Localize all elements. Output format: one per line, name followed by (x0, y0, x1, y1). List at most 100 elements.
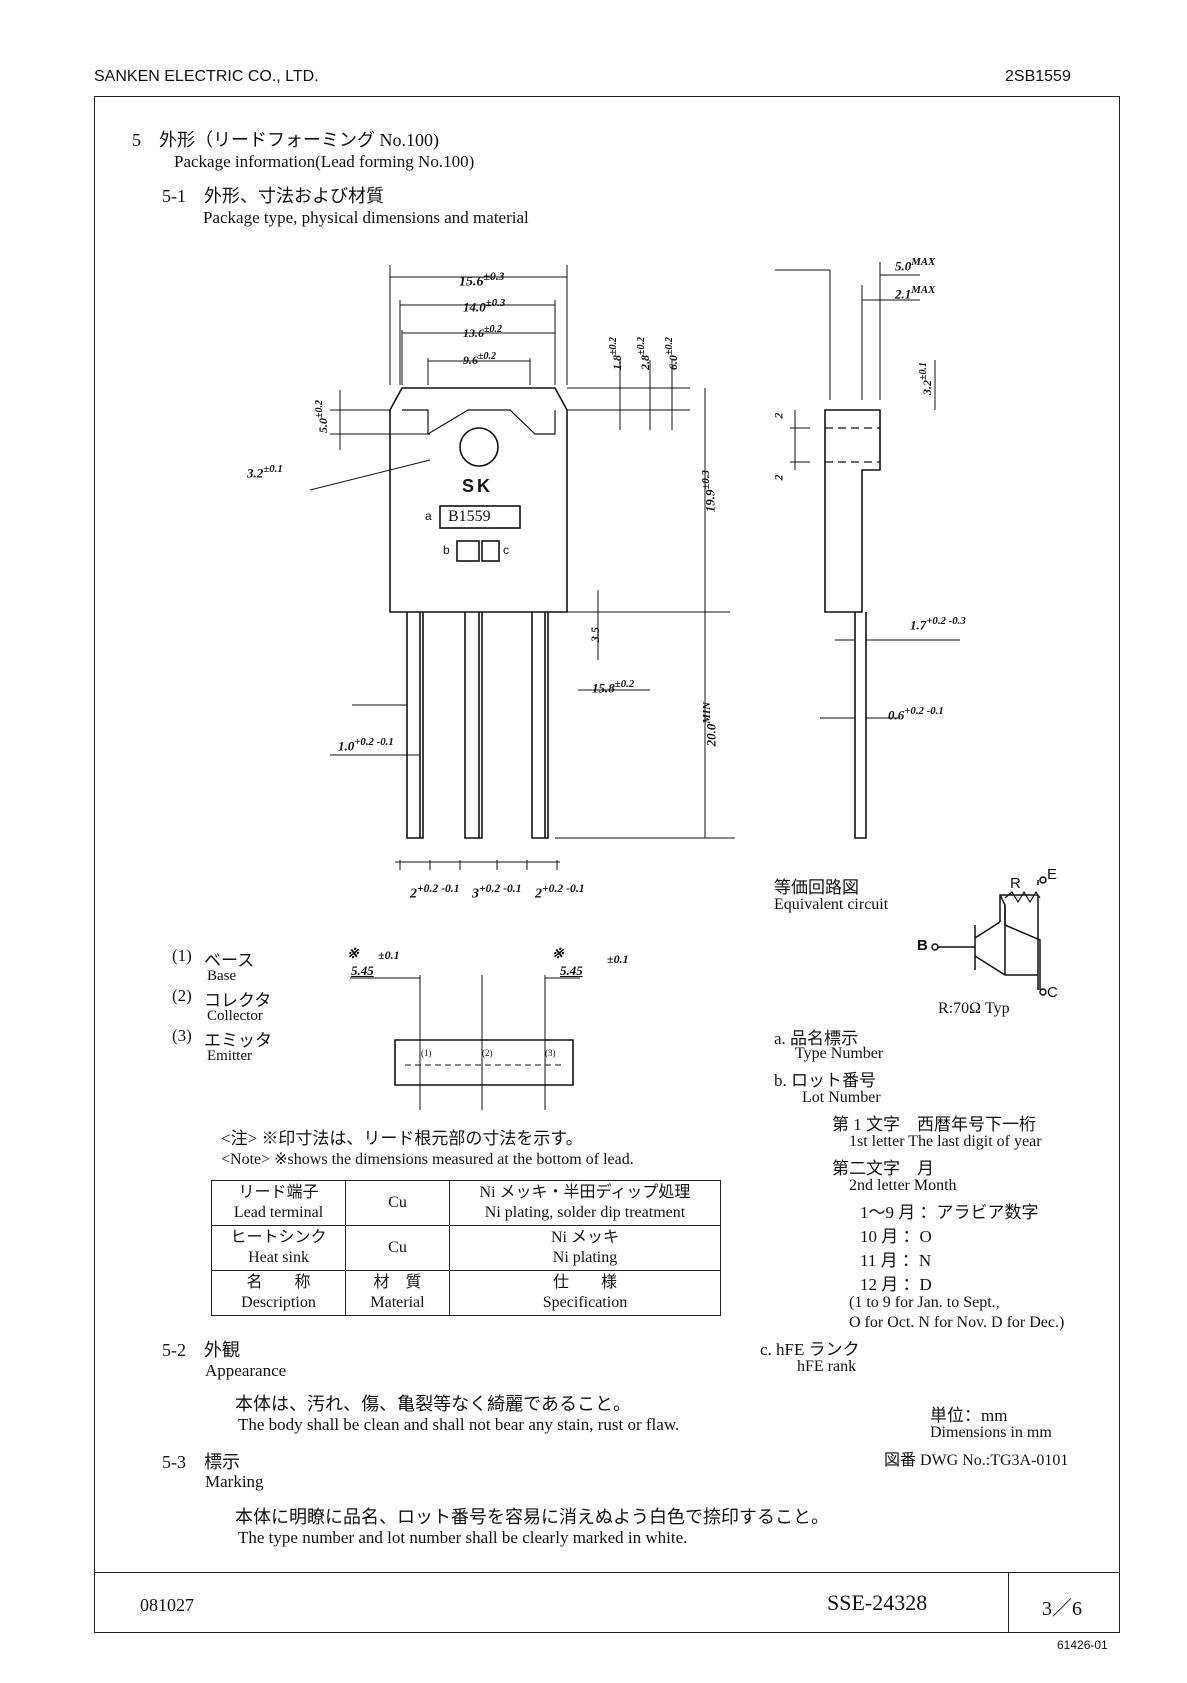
side-v1: 3.2±0.1 (918, 362, 935, 395)
label-a: a (425, 509, 432, 523)
dim-value: 1.0 (338, 738, 355, 754)
footer-divider (1008, 1573, 1009, 1633)
side-view-lead (854, 612, 867, 839)
pin-3-label: (3) (545, 1048, 556, 1058)
mark-c-en: hFE rank (797, 1358, 857, 1375)
side-h2: 2 (771, 474, 786, 481)
terminal-1-en: Base (207, 968, 237, 984)
mark-l2-en: 2nd letter Month (849, 1177, 957, 1194)
dim-tol: MAX (911, 256, 936, 268)
dim-value: 2 (535, 886, 542, 902)
ref-mark-2: ※ (552, 947, 564, 962)
cell-jp: ヒートシンク (230, 1229, 327, 1246)
dim-value: 1.7 (910, 617, 927, 633)
content-frame (94, 96, 1120, 1573)
dim-tol: +0.2 -0.3 (926, 615, 966, 627)
dim-tol: +0.2 -0.1 (904, 705, 944, 717)
bottom-dim-2-tol: ±0.1 (607, 952, 629, 966)
lot-box-2 (481, 540, 500, 562)
terminal-2-num: (2) (172, 986, 192, 1005)
package-body (389, 387, 568, 613)
side-view-body (824, 409, 881, 613)
dim-lead-width: 3.5 (588, 627, 602, 642)
table-cell: ヒートシンク Heat sink (211, 1225, 346, 1271)
cell-jp: Ni メッキ・半田ディップ処理 (479, 1184, 691, 1201)
dim-tol: +0.2 -0.1 (354, 736, 394, 748)
dim-width-4: 9.6±0.2 (463, 351, 496, 368)
bottom-view (394, 1039, 574, 1086)
footer-frame (94, 1573, 1120, 1633)
mark-b: b. ロット番号 (774, 1071, 876, 1090)
leads (406, 612, 549, 839)
terminal-1-num: (1) (172, 946, 192, 965)
dim-tol: ±0.1 (263, 463, 283, 475)
circuit-note: R:70Ω Typ (938, 1000, 1010, 1017)
dim-value: 3.2 (247, 465, 264, 481)
dim-value: 2.8 (638, 355, 652, 370)
dim-tol: ±0.1 (918, 362, 929, 380)
dim-value: 0.6 (888, 707, 905, 723)
dim-width-2: 14.0±0.3 (463, 297, 505, 315)
terminal-3-num: (3) (172, 1026, 192, 1045)
cell-jp: Ni メッキ (550, 1229, 619, 1246)
units-jp: 単位：mm (930, 1406, 1008, 1425)
footer-code: 61426-01 (1057, 1638, 1108, 1652)
table-cell: Cu (345, 1225, 450, 1271)
mark-l1: 第 1 文字 西暦年号下一桁 (832, 1115, 1036, 1134)
footer-page: 3／6 (1042, 1598, 1082, 1620)
dim-value: 3.2 (920, 380, 934, 395)
note-jp: <注> ※印寸法は、リード根元部の寸法を示す。 (221, 1129, 583, 1148)
mark-a-en: Type Number (795, 1045, 884, 1062)
dim-tol: MAX (911, 284, 936, 296)
lot-box-1 (456, 540, 480, 562)
mark-m3: 11 月 ：N (860, 1251, 932, 1270)
dim-lead-pin: 0.6+0.2 -0.1 (888, 705, 944, 723)
bottom-dim-1-tol: ±0.1 (378, 948, 400, 962)
dim-hole: 3.2±0.1 (247, 463, 283, 481)
section5-2-en: The body shall be clean and shall not be… (238, 1415, 680, 1434)
dim-value: 2 (410, 886, 417, 902)
cell-en: Heat sink (248, 1249, 309, 1266)
mark-m4: 12 月 ：D (860, 1275, 932, 1294)
sk-logo: SK (462, 476, 494, 496)
dim-value: 15.6 (459, 274, 484, 290)
section5-3-title-en: Marking (205, 1472, 264, 1491)
section5-3-en: The type number and lot number shall be … (238, 1528, 688, 1547)
cell-en: Ni plating (552, 1249, 618, 1266)
circuit-c-label: C (1047, 984, 1058, 1001)
cell-jp: リード端子 (238, 1184, 319, 1201)
company-name: SANKEN ELECTRIC CO., LTD. (94, 68, 319, 85)
circuit-b-label: B (917, 937, 928, 954)
dim-value: 9.6 (463, 353, 478, 367)
footer-doc-number: SSE-24328 (827, 1590, 928, 1615)
dim-tol: ±0.3 (483, 270, 505, 283)
dim-tol: MIN (701, 701, 714, 724)
cell-en: Specification (542, 1294, 628, 1311)
dim-tol: ±0.3 (699, 470, 712, 490)
ref-mark-1: ※ (347, 947, 359, 962)
section5-2-title-en: Appearance (205, 1361, 287, 1380)
mark-m2: 10 月 ：O (860, 1227, 932, 1246)
side-h1: 2 (771, 412, 786, 419)
side-max-2: 2.1MAX (895, 284, 935, 302)
dim-tol: ±0.2 (314, 400, 325, 418)
terminal-3-en: Emitter (207, 1048, 252, 1064)
label-b: b (443, 543, 450, 557)
circuit-title-en: Equivalent circuit (774, 896, 889, 913)
dwg-number: 図番 DWG No.:TG3A-0101 (884, 1452, 1069, 1469)
dim-v2: 2.8±0.2 (636, 337, 653, 370)
dim-lead-span: 15.8±0.2 (592, 678, 634, 696)
mark-m1: 1〜9 月 ：アラビア数字 (860, 1203, 1039, 1222)
section5-title: 5 外形（リードフォーミング No.100) (132, 130, 439, 150)
footer-date: 081027 (140, 1595, 194, 1615)
mark-a: a. 品名標示 (774, 1029, 859, 1048)
dim-value: 6.0 (666, 355, 680, 370)
dim-width-3: 13.6±0.2 (463, 324, 502, 341)
dim-tol: +0.2 -0.1 (417, 882, 460, 895)
dim-tol: ±0.2 (664, 337, 675, 355)
